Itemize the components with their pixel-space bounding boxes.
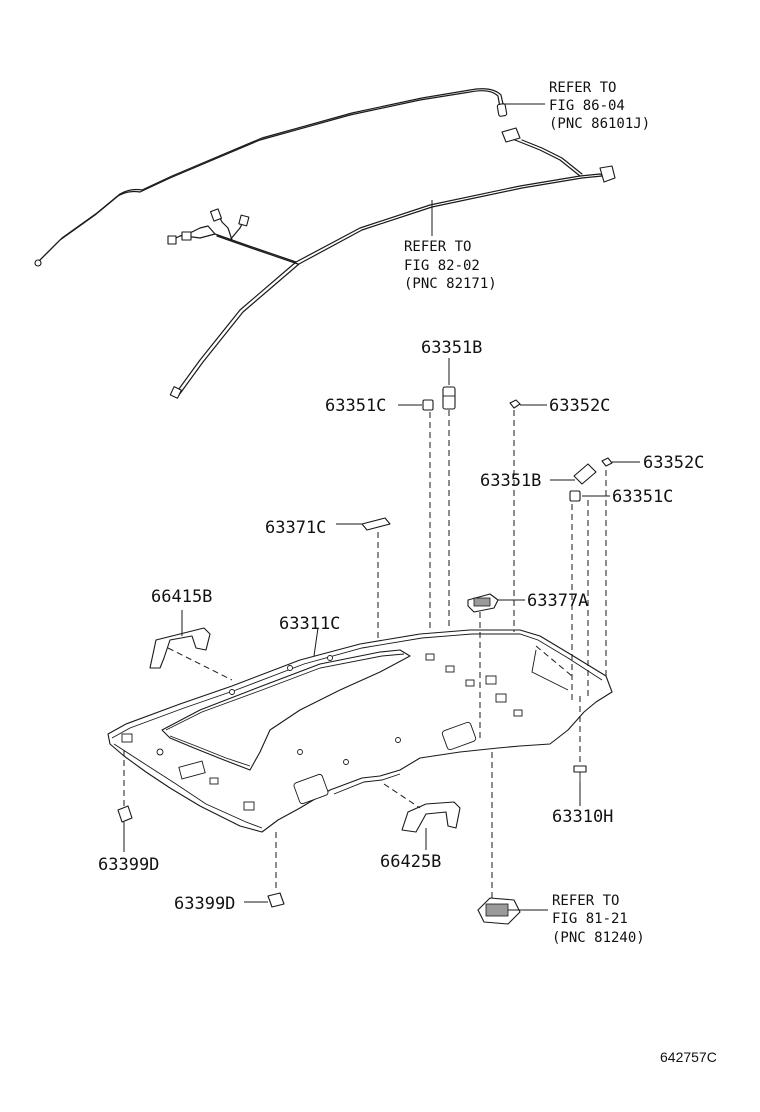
part-number-63351B-top: 63351B (421, 338, 482, 358)
part-number-63352C-mid: 63352C (549, 396, 610, 416)
assist-grip-holder-66425B (401, 801, 461, 850)
part-number-63351B-right: 63351B (480, 471, 541, 491)
ref-line-2: FIG 86-04 (549, 98, 625, 114)
clip-63352C-right (601, 457, 640, 467)
ref-line-2: FIG 81-21 (552, 911, 628, 927)
clip-63399D-bottom (244, 892, 285, 908)
clip-63352C-mid (509, 399, 547, 409)
part-number-63377A: 63377A (527, 591, 588, 611)
ref-line-1: REFER TO (552, 893, 619, 909)
reference-label-86101J: REFER TO FIG 86-04 (PNC 86101J) (502, 80, 650, 132)
part-number-63399D-bottom: 63399D (174, 894, 235, 914)
roof-wire-harness-86101J (34, 88, 508, 267)
room-lamp-81240 (477, 897, 548, 925)
part-number-63311C: 63311C (279, 614, 340, 634)
illustration-code: 642757C (660, 1049, 717, 1065)
clip-63399D-left (117, 805, 133, 852)
bracket-63371C (336, 517, 391, 531)
reference-label-81240: REFER TO FIG 81-21 (PNC 81240) (552, 893, 645, 946)
clip-63351B-top (442, 358, 456, 410)
part-number-63399D-left: 63399D (98, 855, 159, 875)
part-number-63351C-right: 63351C (612, 487, 673, 507)
ref-line-3: (PNC 82171) (404, 276, 497, 292)
clip-63351C-left (398, 399, 434, 411)
assist-grip-holder-66415B (149, 610, 211, 669)
part-number-63371C: 63371C (265, 518, 326, 538)
part-number-63310H: 63310H (552, 807, 613, 827)
part-number-63352C-right: 63352C (643, 453, 704, 473)
part-number-66415B: 66415B (151, 587, 212, 607)
clip-63351B-right (550, 463, 597, 485)
roof-wire-harness-82171 (167, 127, 616, 399)
roof-headliner-63311C (107, 627, 613, 833)
assembly-dashed-lines (123, 410, 607, 898)
reference-label-82171: REFER TO FIG 82-02 (PNC 82171) (404, 200, 497, 292)
ref-line-3: (PNC 81240) (552, 930, 645, 946)
ref-line-3: (PNC 86101J) (549, 116, 650, 132)
ref-line-2: FIG 82-02 (404, 258, 480, 274)
clip-63351C-right (569, 490, 610, 502)
part-number-63351C-left: 63351C (325, 396, 386, 416)
clip-63310H (573, 765, 587, 806)
ref-line-1: REFER TO (549, 80, 616, 96)
part-number-66425B: 66425B (380, 852, 441, 872)
ref-line-1: REFER TO (404, 239, 471, 255)
sunvisor-holder-63377A (467, 593, 525, 613)
